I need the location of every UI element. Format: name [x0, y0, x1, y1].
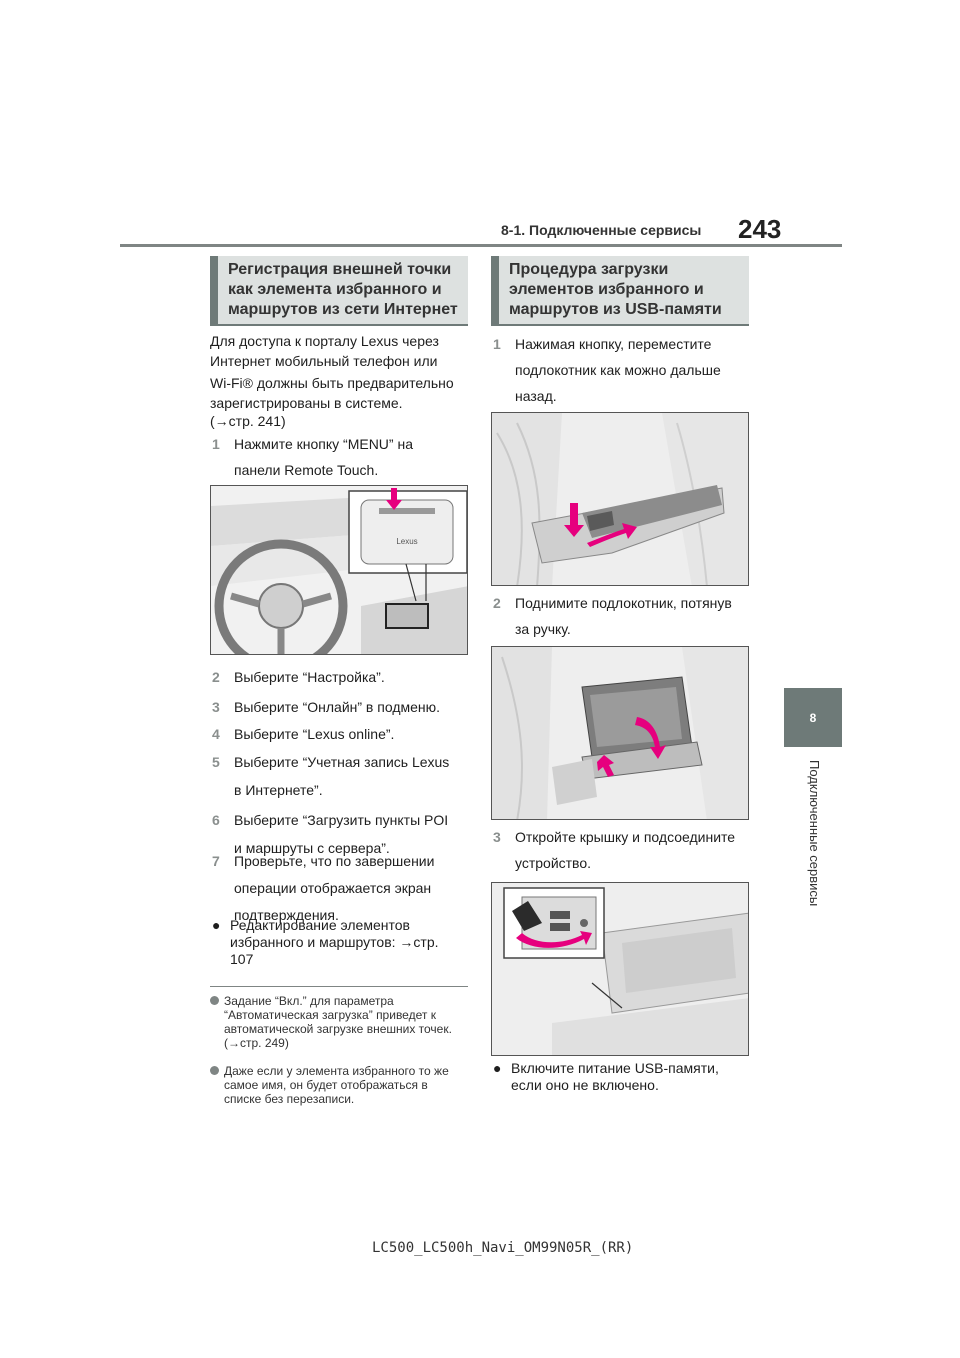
intro-paragraph: Для доступа к порталу Lexus через Интерн… [210, 333, 480, 430]
step-number: 4 [212, 726, 220, 742]
step-text: Выберите “Онлайн” в подменю. [234, 699, 441, 715]
intro-line: Wi-Fi® должны быть предварительно [210, 375, 454, 391]
step-text: подлокотник как можно дальше [515, 362, 721, 378]
step-text: назад. [515, 388, 557, 404]
step-number: 3 [212, 699, 220, 715]
intro-line: Для доступа к порталу Lexus через [210, 333, 439, 349]
chapter-tab: 8 [784, 688, 842, 747]
bullet-line: если оно не включено. [511, 1077, 659, 1093]
left-step-4: 4 Выберите “Lexus online”. [212, 721, 472, 747]
note-bullet-icon [210, 996, 219, 1005]
chapter-side-label: Подключенные сервисы [784, 760, 842, 910]
left-step-1: 1 Нажмите кнопку “MENU” на панели Remote… [212, 431, 472, 483]
header-divider [120, 244, 842, 247]
note-line: “Автоматическая загрузка” приведет к [224, 1008, 436, 1022]
heading-line: маршрутов из USB-памяти [509, 301, 722, 318]
step-text: Выберите “Загрузить пункты POI [234, 812, 449, 828]
step-number: 3 [493, 829, 501, 845]
bullet-line: Включите питание USB-памяти, [511, 1060, 719, 1076]
section-title: 8-1. Подключенные сервисы [501, 222, 702, 238]
right-step-1: 1 Нажимая кнопку, переместите подлокотни… [493, 331, 755, 409]
bullet-line: Редактирование элементов [230, 917, 410, 933]
right-step-3: 3 Откройте крышку и подсоедините устройс… [493, 824, 755, 876]
intro-line: Интернет мобильный телефон или [210, 353, 438, 369]
step-text: операции отображается экран [234, 880, 432, 896]
step-text: Выберите “Учетная запись Lexus [234, 754, 450, 770]
step-text: Нажмите кнопку “MENU” на [234, 436, 413, 452]
notes-divider [210, 986, 468, 987]
step-number: 1 [212, 436, 220, 452]
left-step-5: 5 Выберите “Учетная запись Lexus в Интер… [212, 749, 472, 801]
heading-line: Регистрация внешней точки [228, 261, 452, 278]
step-text: Откройте крышку и подсоедините [515, 829, 736, 845]
step-text: Проверьте, что по завершении [234, 853, 435, 869]
right-bullet: ● Включите питание USB-памяти, если оно … [493, 1060, 755, 1096]
left-step-3: 3 Выберите “Онлайн” в подменю. [212, 694, 472, 720]
step-number: 2 [212, 669, 220, 685]
step-number: 7 [212, 853, 220, 869]
step-text: панели Remote Touch. [234, 462, 379, 478]
armrest-lift-illustration [491, 646, 749, 820]
chapter-number: 8 [809, 710, 817, 725]
note-line: списке без перезаписи. [224, 1092, 355, 1106]
step-text: за ручку. [515, 621, 571, 637]
heading-line: элементов избранного и [509, 281, 704, 298]
armrest-slide-illustration [491, 412, 749, 586]
step-number: 2 [493, 595, 501, 611]
bullet-line: 107 [230, 951, 254, 967]
footer-document-code: LC500_LC500h_Navi_OM99N05R_(RR) [372, 1240, 634, 1256]
left-step-7: 7 Проверьте, что по завершении операции … [212, 848, 472, 928]
left-step-6: 6 Выберите “Загрузить пункты POI и маршр… [212, 807, 472, 859]
note-2: Даже если у элемента избранного то же са… [210, 1064, 472, 1110]
step-text: в Интернете”. [234, 782, 323, 798]
step-text: и маршруты с сервера”. [234, 840, 390, 856]
heading-line: как элемента избранного и [228, 281, 442, 298]
intro-line: зарегистрированы в системе. [210, 395, 403, 411]
note-bullet-icon [210, 1066, 219, 1075]
note-1: Задание “Вкл.” для параметра “Автоматиче… [210, 994, 472, 1054]
note-line: Даже если у элемента избранного то же [224, 1064, 449, 1078]
bullet-icon: ● [493, 1060, 502, 1076]
bullet-icon: ● [212, 917, 221, 933]
page-number: 243 [738, 214, 782, 244]
right-step-2: 2 Поднимите подлокотник, потянув за ручк… [493, 590, 755, 642]
intro-line: (→стр. 241) [210, 413, 286, 429]
remote-touch-label: Lexus [396, 537, 417, 546]
step-text: Поднимите подлокотник, потянув [515, 595, 732, 611]
left-bullet: ● Редактирование элементов избранного и … [212, 917, 472, 973]
step-text: подтверждения. [234, 907, 339, 923]
left-section-heading: Регистрация внешней точки как элемента и… [210, 256, 468, 326]
chapter-label: Подключенные сервисы [807, 760, 822, 907]
step-number: 6 [212, 812, 220, 828]
step-text: Выберите “Настройка”. [234, 669, 385, 685]
usb-port-illustration [491, 882, 749, 1056]
right-section-heading: Процедура загрузки элементов избранного … [491, 256, 749, 326]
note-line: (→стр. 249) [224, 1036, 289, 1050]
step-text: Выберите “Lexus online”. [234, 726, 395, 742]
dashboard-illustration: Lexus [210, 485, 468, 655]
heading-line: маршрутов из сети Интернет [228, 301, 458, 318]
step-number: 1 [493, 336, 501, 352]
step-text: устройство. [515, 855, 592, 871]
note-line: самое имя, он будет отображаться в [224, 1078, 428, 1092]
bullet-line: избранного и маршрутов: →стр. [230, 934, 439, 950]
heading-line: Процедура загрузки [509, 261, 669, 278]
step-text: Нажимая кнопку, переместите [515, 336, 712, 352]
step-number: 5 [212, 754, 220, 770]
note-line: автоматической загрузке внешних точек. [224, 1022, 452, 1036]
left-step-2: 2 Выберите “Настройка”. [212, 664, 472, 690]
note-line: Задание “Вкл.” для параметра [224, 994, 394, 1008]
